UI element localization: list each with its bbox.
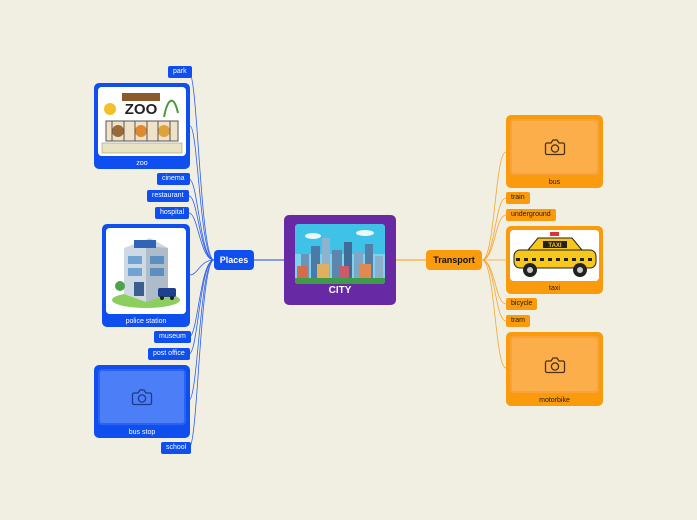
topic-taxi-label: taxi [549, 285, 560, 292]
taxi-image: TAXI [510, 230, 599, 281]
topic-motorbike[interactable]: motorbike [506, 332, 603, 406]
topic-bus-stop-label: bus stop [128, 429, 156, 436]
topic-tram[interactable]: tram [506, 315, 530, 327]
topic-school[interactable]: school [161, 442, 192, 454]
branch-transport[interactable]: Transport [426, 250, 482, 270]
svg-text:TAXI: TAXI [548, 243, 562, 249]
topic-police-station[interactable]: police station [102, 224, 190, 327]
topic-motorbike-label: motorbike [539, 397, 570, 404]
topic-zoo-label: zoo [136, 160, 148, 167]
svg-text:ZOO: ZOO [125, 101, 158, 118]
camera-icon [544, 139, 565, 156]
topic-cinema[interactable]: cinema [157, 173, 190, 185]
central-topic-city[interactable]: CITY [284, 215, 396, 305]
topic-bus-label: bus [548, 179, 561, 186]
topic-restaurant[interactable]: restaurant [147, 190, 189, 202]
topic-park[interactable]: park [168, 66, 192, 78]
police-station-image [106, 228, 186, 314]
topic-underground[interactable]: underground [506, 209, 556, 221]
topic-post-office[interactable]: post office [148, 348, 190, 360]
bus-stop-image-placeholder [98, 369, 186, 425]
bus-image-placeholder [510, 119, 599, 175]
topic-zoo[interactable]: ZOO zoo [94, 83, 190, 169]
topic-taxi[interactable]: TAXI taxi [506, 226, 603, 294]
camera-icon [544, 356, 565, 373]
motorbike-image-placeholder [510, 336, 599, 393]
zoo-image: ZOO [98, 87, 186, 156]
topic-bus[interactable]: bus [506, 115, 603, 188]
camera-icon [131, 389, 153, 406]
topic-bus-stop[interactable]: bus stop [94, 365, 190, 438]
topic-museum[interactable]: museum [154, 331, 191, 343]
central-topic-label: CITY [328, 285, 352, 296]
topic-train[interactable]: train [506, 192, 530, 204]
topic-police-station-label: police station [125, 318, 167, 325]
branch-places[interactable]: Places [214, 250, 254, 270]
topic-hospital[interactable]: hospital [155, 207, 190, 219]
city-skyline-image [295, 224, 385, 284]
topic-bicycle[interactable]: bicycle [506, 298, 538, 310]
